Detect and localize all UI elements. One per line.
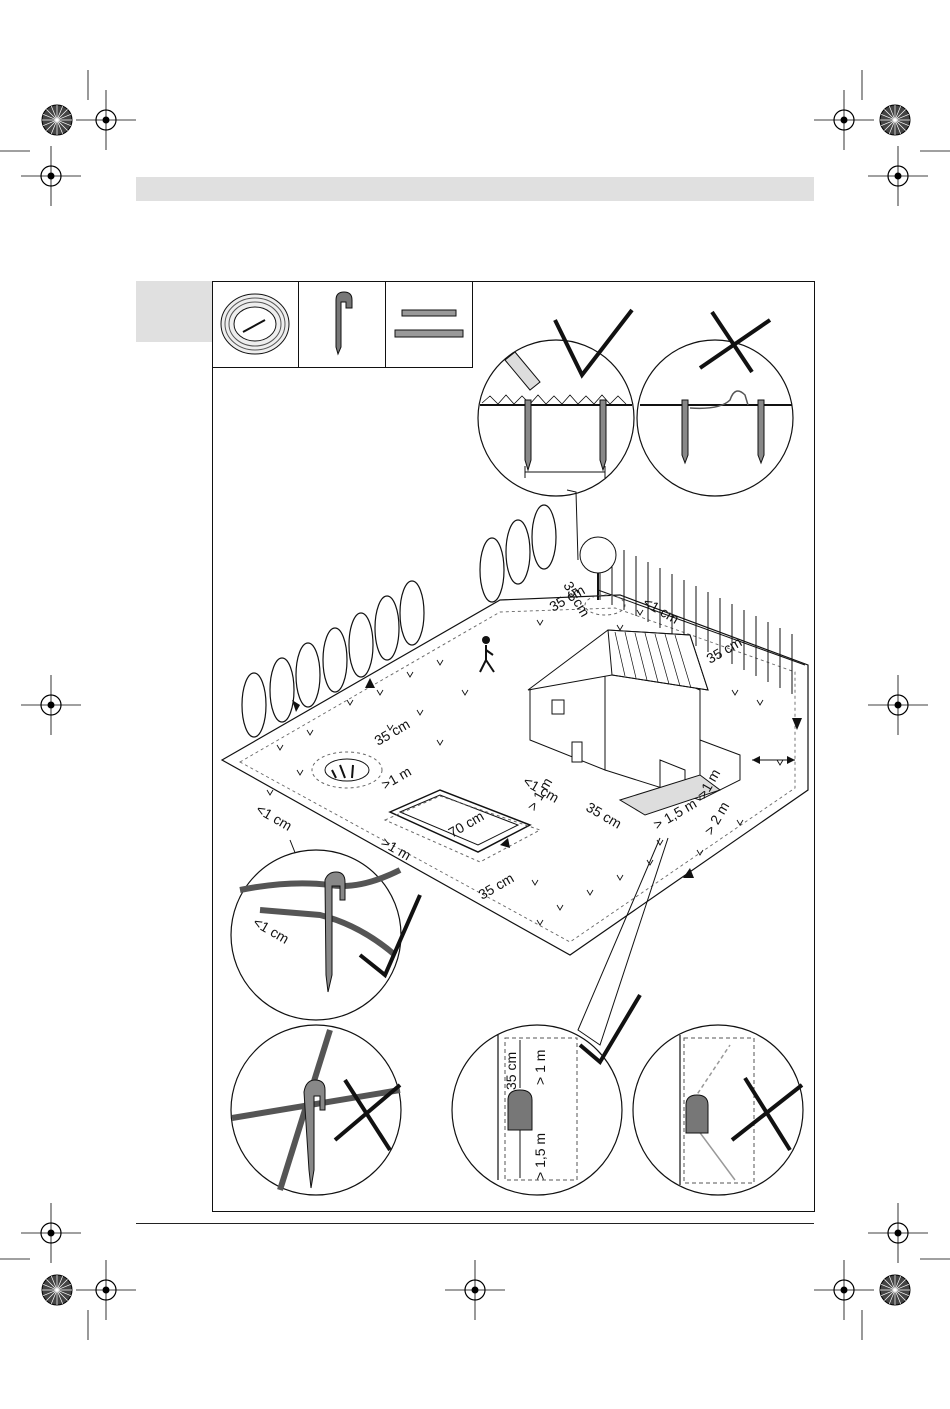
label-gt15m-station-detail: > 1,5 m — [532, 1133, 548, 1180]
detail-peg-spacing-incorrect — [637, 312, 793, 496]
label-35cm-station: 35 cm — [503, 1052, 519, 1090]
label-gt1m-station-detail: > 1 m — [532, 1050, 548, 1085]
flower-bed — [312, 752, 382, 788]
accessory-strip — [213, 282, 473, 368]
detail-wire-peg-correct: <1 cm — [231, 840, 420, 1020]
detail-station-incorrect — [633, 1025, 803, 1195]
detail-peg-spacing-correct — [478, 310, 634, 496]
detail-wire-crossed-incorrect — [231, 1025, 401, 1195]
label-lt1cm-edge: <1 cm — [254, 801, 295, 834]
wire-spool-icon — [221, 294, 289, 354]
